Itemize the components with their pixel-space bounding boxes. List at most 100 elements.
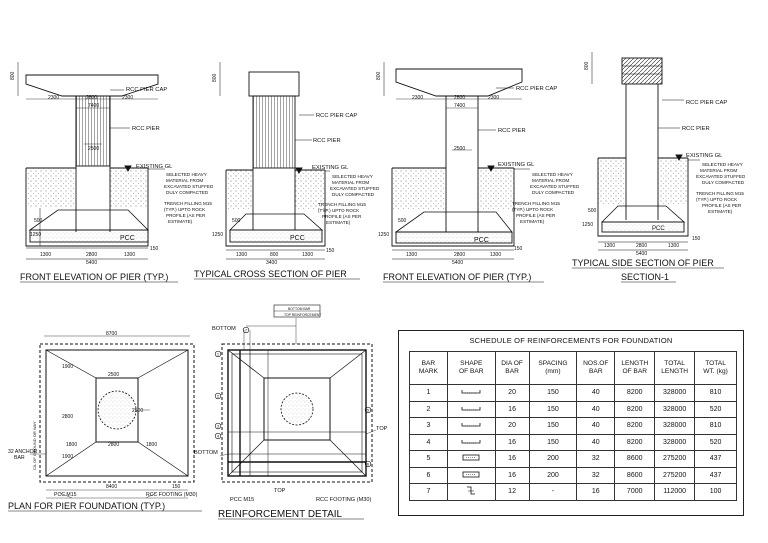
schedule-title: SCHEDULE OF REINFORCEMENTS FOR FOUNDATIO…: [469, 336, 673, 345]
table-row: 6 16 200 32 8600 275200 437: [409, 466, 737, 484]
bar-marker: 7: [245, 328, 248, 333]
table-cell: 16: [494, 450, 530, 468]
top-label: TOP: [274, 488, 286, 494]
trench-note: TRENCH FILLING M15: [512, 201, 560, 206]
bar-mark-cell: 3: [409, 417, 448, 435]
dim: 1250: [212, 232, 223, 238]
fill-note: SELECTED HEAVY: [532, 172, 573, 177]
table-cell: 16: [576, 483, 616, 501]
dim: 2800: [636, 243, 647, 249]
bar-marker: 6: [367, 462, 370, 467]
bar-shape-icon: [462, 471, 480, 478]
dim: 500: [588, 208, 597, 214]
dim: 2500: [108, 372, 119, 378]
table-cell: 8200: [614, 417, 656, 435]
trench-note: PROFILE (AS PER: [166, 213, 206, 218]
table-cell: 150: [528, 384, 578, 402]
fill-note: EXCAVATED STUFFED: [330, 186, 380, 191]
dim: 2500: [88, 146, 99, 152]
reinforcement-view: [214, 304, 377, 483]
dim: 500: [34, 218, 43, 224]
fill-note: DULY COMPACTED: [332, 192, 375, 197]
table-cell: 810: [694, 417, 737, 435]
dim: 1250: [30, 232, 41, 238]
side-section-subtitle: SECTION-1: [621, 272, 669, 282]
table-cell: 40: [576, 400, 616, 418]
dim: 7400: [88, 103, 99, 109]
pier-cap-label: RCC PIER CAP: [686, 100, 727, 106]
dim: 2800: [454, 95, 465, 101]
pier-label: RCC PIER: [498, 128, 526, 134]
trench-note: TRENCH FILLING M15: [164, 201, 212, 206]
gl-label: EXISTING GL: [686, 153, 723, 159]
trench-note: ESTIMATE): [708, 209, 733, 214]
fill-note: MATERIAL FROM: [700, 168, 737, 173]
bar-shape-icon: [461, 439, 481, 444]
dim: 5400: [452, 260, 463, 266]
table-cell: 810: [694, 384, 737, 402]
dim: 2300: [412, 95, 423, 101]
table-cell: 32: [576, 450, 616, 468]
anchor-label: 32 ANCHOR: [8, 449, 38, 455]
bar-mark-cell: 5: [409, 450, 448, 468]
footing-label: RCC FOOTING (M30): [146, 492, 198, 498]
col-header: SPACING(mm): [528, 351, 578, 385]
pier-cap-label: RCC PIER CAP: [316, 113, 357, 119]
trench-note: ESTIMATE): [168, 219, 193, 224]
dim: 1300: [236, 252, 247, 258]
table-row: 7 12 - 16 7000 112000 100: [409, 483, 737, 501]
trench-note: PROFILE (AS PER: [516, 213, 556, 218]
bottom-label: BOTTOM: [194, 450, 218, 456]
bar-shape-cell: [446, 450, 496, 468]
fill-note: MATERIAL FROM: [166, 178, 203, 183]
dim: 1300: [124, 252, 135, 258]
pier-cap: [25, 74, 159, 97]
table-cell: 150: [528, 417, 578, 435]
pier-cap-label: RCC PIER CAP: [516, 86, 557, 92]
dim: 2300: [488, 95, 499, 101]
dim: 800: [376, 71, 382, 80]
fill-note: EXCAVATED STUFFED: [164, 184, 214, 189]
dim: 2500: [454, 146, 465, 152]
bar-shape-cell: [446, 433, 496, 451]
trench-note: (TYP.) UPTO ROCK: [512, 207, 554, 212]
dim: 150: [326, 248, 335, 254]
table-cell: 328000: [654, 400, 696, 418]
pcc-label: PCC M15: [54, 492, 77, 498]
dim: 1300: [40, 252, 51, 258]
fill-note: DULY COMPACTED: [166, 190, 209, 195]
bar-marker: 3: [217, 424, 220, 429]
table-row: 5 16 200 32 8600 275200 437: [409, 450, 737, 468]
bar-marker: 2: [217, 394, 220, 399]
dim: 500: [398, 218, 407, 224]
gl-label: EXISTING GL: [136, 164, 173, 170]
dim: 7400: [454, 103, 465, 109]
dim: 1300: [302, 252, 313, 258]
plan-view: [30, 335, 195, 499]
dim: 5400: [86, 260, 97, 266]
dim: 800: [270, 252, 279, 258]
bar-shape-cell: [446, 483, 496, 501]
front-elevation-1-title: FRONT ELEVATION OF PIER (TYP.): [20, 272, 168, 282]
trench-note: TRENCH FILLING M15: [696, 191, 744, 196]
table-row: 3 20 150 40 8200 328000 810: [409, 417, 737, 435]
dim: 1300: [490, 252, 501, 258]
table-cell: 20: [494, 384, 530, 402]
cross-section-title: TYPICAL CROSS SECTION OF PIER: [194, 269, 347, 279]
trench-note: (TYP.) UPTO ROCK: [318, 208, 360, 213]
footing-label: RCC FOOTING (M30): [316, 497, 371, 503]
gl-label: EXISTING GL: [498, 162, 535, 168]
dim: 150: [150, 246, 159, 252]
dim: 3400: [266, 260, 277, 266]
bar-mark-cell: 7: [409, 483, 448, 501]
trench-note: ESTIMATE): [520, 219, 545, 224]
dim: 1300: [604, 243, 615, 249]
table-cell: 20: [494, 417, 530, 435]
front-elevation-1: [17, 62, 165, 260]
bar-marker: 4: [217, 434, 220, 439]
table-cell: 8200: [614, 433, 656, 451]
